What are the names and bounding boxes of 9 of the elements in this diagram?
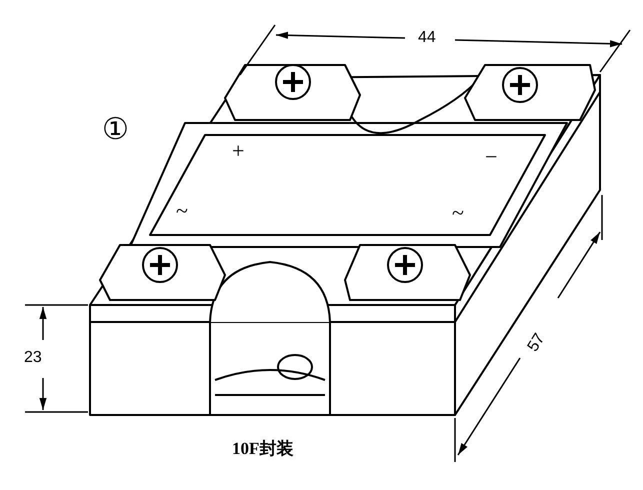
- callout-number: ①: [102, 115, 129, 145]
- dimension-value: 23: [24, 350, 42, 366]
- dimension-value: 44: [418, 30, 436, 46]
- polarity-sign: −: [485, 146, 498, 168]
- ac-terminal-sign: ~: [176, 200, 188, 222]
- dimension-value: 57: [525, 331, 548, 355]
- caption: 10F封装: [232, 440, 294, 457]
- polarity-sign: +: [232, 140, 244, 162]
- ac-terminal-sign: ~: [452, 202, 464, 224]
